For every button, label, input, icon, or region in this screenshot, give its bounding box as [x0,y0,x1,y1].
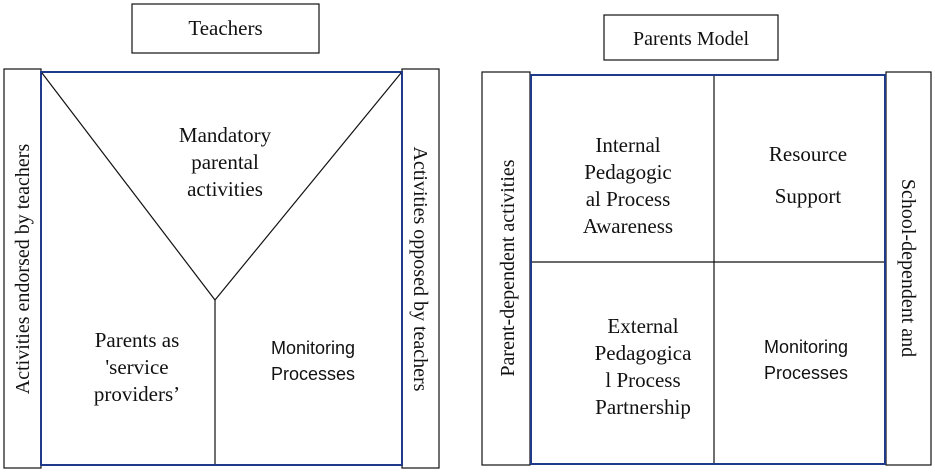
y-divider-left [41,72,216,301]
monitoring-processes-quadrant: Monitoring Processes [764,337,848,383]
parents-title-box [603,14,779,61]
parents-left-side-box [481,71,531,466]
region-line: Processes [271,364,355,384]
quadrant-line: al Process [586,187,671,211]
quadrant-line: Pedagogic [584,160,671,184]
service-providers-region: Parents as 'service providers’ [94,328,180,406]
external-partnership-quadrant: External Pedagogica l Process Partnershi… [595,314,692,419]
teachers-model: Teachers Activities endorsed by teachers… [3,3,440,469]
teachers-left-side-label: Activities endorsed by teachers [12,144,34,395]
monitoring-processes-region: Monitoring Processes [271,338,355,384]
resource-support-quadrant: Resource Support [769,142,847,208]
teachers-right-side-label: Activities opposed by teachers [409,147,431,392]
quadrant-line: Processes [764,363,848,383]
quadrant-line: Resource [769,142,847,166]
region-line: parental [191,150,259,174]
teachers-main-box [40,71,403,466]
teachers-title-box [131,3,320,54]
quadrant-line: l Process [605,368,680,392]
region-line: activities [187,177,263,201]
quadrant-line: Pedagogica [595,341,692,365]
teachers-left-side-box [3,68,42,469]
mandatory-activities-region: Mandatory parental activities [179,123,272,201]
quadrant-line: Support [775,184,842,208]
internal-awareness-quadrant: Internal Pedagogic al Process Awareness [583,133,673,238]
region-line: Monitoring [271,338,355,358]
quadrant-line: External [607,314,678,338]
quadrant-line: Awareness [583,214,673,238]
parents-right-side-label: School-dependent and [897,179,919,357]
quadrant-line: Internal [595,133,660,157]
teachers-title: Teachers [188,16,262,40]
quadrant-line: Monitoring [764,337,848,357]
parents-title: Parents Model [633,28,750,50]
parents-main-box [530,74,886,465]
parents-model: Parents Model Parent-dependent activitie… [481,14,932,466]
teachers-right-side-box [401,68,440,469]
parents-left-side-label: Parent-dependent activities [497,159,519,376]
quadrant-line: Partnership [595,395,691,419]
region-line: Mandatory [179,123,272,147]
parents-right-side-box [885,71,932,466]
y-divider-right [214,72,402,301]
region-line: providers’ [94,382,180,406]
region-line: Parents as [95,328,180,352]
region-line: 'service [105,355,168,379]
